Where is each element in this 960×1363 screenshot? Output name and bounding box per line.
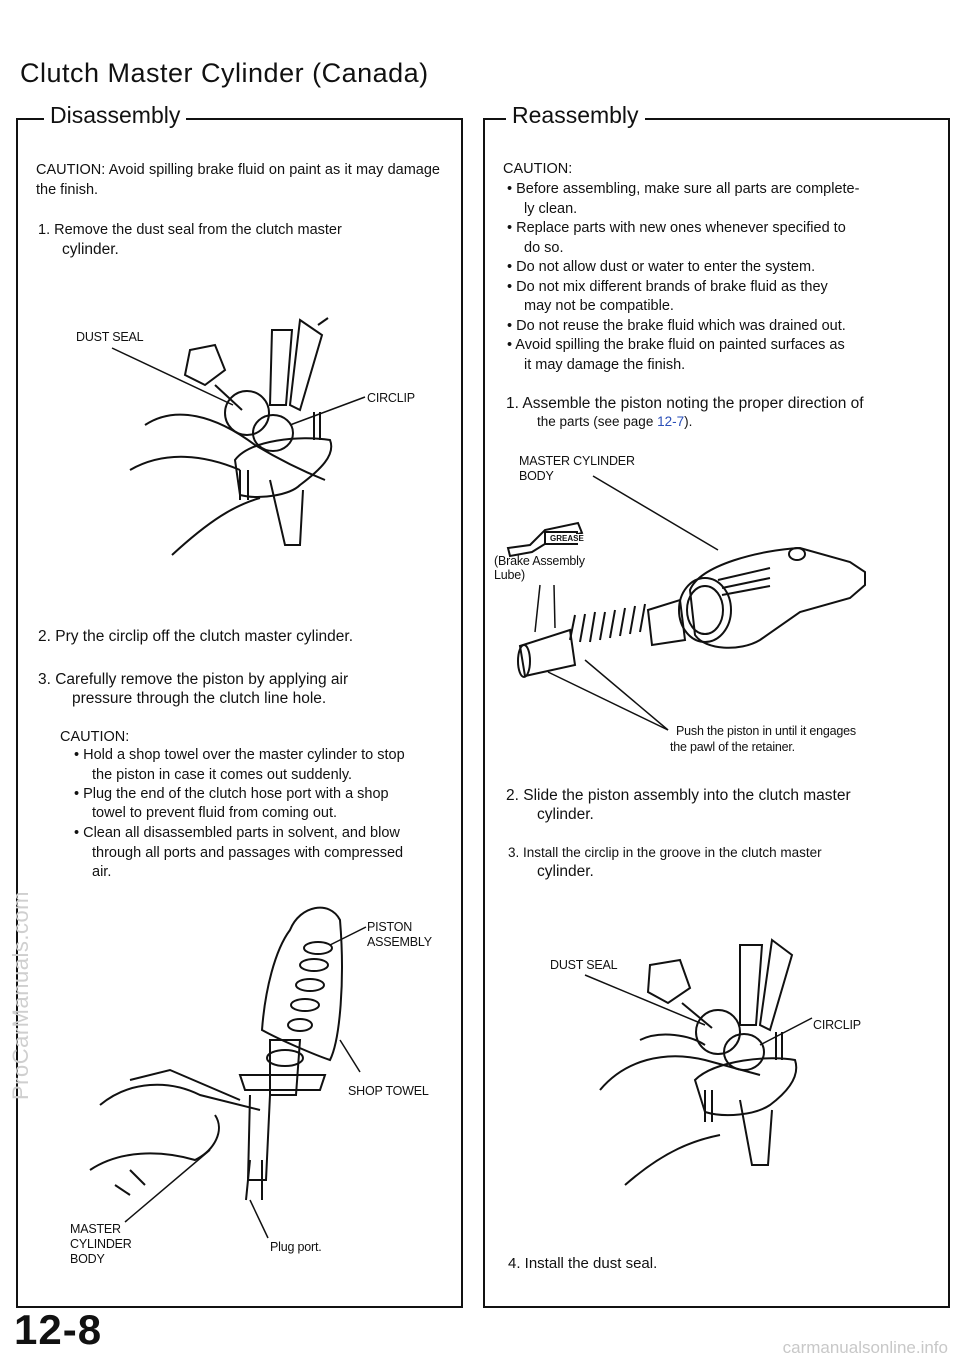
fig1-circlip-label: CIRCLIP (367, 391, 415, 405)
reassembly-heading: Reassembly (506, 102, 645, 129)
fig4-dust-seal-label: DUST SEAL (550, 958, 618, 972)
reassembly-caution-6b: it may damage the finish. (524, 357, 686, 373)
disassembly-step3-line2: pressure through the clutch line hole. (72, 690, 327, 707)
fig2-piston-label-1: PISTON (367, 920, 413, 934)
page-number: 12-8 (14, 1306, 103, 1353)
reassembly-step2-line1: 2. Slide the piston assembly into the cl… (506, 787, 851, 804)
fig3-body-label-1: MASTER CYLINDER (519, 454, 635, 468)
fig1-dust-seal-label: DUST SEAL (76, 330, 144, 344)
reassembly-caution-5: • Do not reuse the brake fluid which was… (507, 318, 846, 334)
grease-tag: GREASE (548, 534, 586, 543)
fig4-circlip-label: CIRCLIP (813, 1018, 861, 1032)
fig2-piston-label-2: ASSEMBLY (367, 935, 432, 949)
reassembly-caution-1b: ly clean. (524, 201, 578, 217)
fig3-body-label-2: BODY (519, 469, 554, 483)
fig3-push-label-1: Push the piston in until it engages (676, 724, 856, 738)
disassembly-caution-3b: through all ports and passages with comp… (92, 845, 404, 861)
disassembly-caution-2a: • Plug the end of the clutch hose port w… (74, 786, 389, 802)
disassembly-caution-1b: the piston in case it comes out suddenly… (92, 767, 353, 783)
reassembly-caution-2b: do so. (524, 240, 564, 256)
disassembly-caution-1a: • Hold a shop towel over the master cyli… (74, 747, 405, 763)
fig2-mc-label-2: CYLINDER (70, 1237, 132, 1251)
reassembly-caution-3: • Do not allow dust or water to enter th… (507, 259, 816, 275)
reassembly-caution-2a: • Replace parts with new ones whenever s… (507, 220, 846, 236)
disassembly-heading: Disassembly (44, 102, 187, 129)
reassembly-step3-line1: 3. Install the circlip in the groove in … (508, 845, 822, 860)
side-watermark: ProCarManuals.com (8, 890, 33, 1100)
disassembly-step2: 2. Pry the circlip off the clutch master… (38, 628, 354, 645)
reassembly-step3-line2: cylinder. (537, 863, 594, 880)
reassembly-caution-label: CAUTION: (503, 161, 573, 177)
reassembly-panel (483, 118, 950, 1308)
reassembly-caution-4a: • Do not mix different brands of brake f… (507, 279, 828, 295)
disassembly-panel (16, 118, 463, 1308)
disassembly-step1-line2: cylinder. (62, 241, 119, 258)
reassembly-caution-1a: • Before assembling, make sure all parts… (507, 181, 860, 197)
disassembly-step1-line1: 1. Remove the dust seal from the clutch … (38, 222, 342, 238)
page-title: Clutch Master Cylinder (Canada) (20, 58, 429, 88)
reassembly-step1-line1: 1. Assemble the piston noting the proper… (506, 395, 864, 412)
fig2-mc-label-1: MASTER (70, 1222, 121, 1236)
fig3-lube-label-1: (Brake Assembly (494, 554, 585, 568)
fig3-push-label-2: the pawl of the retainer. (670, 740, 795, 754)
fig2-mc-label-3: BODY (70, 1252, 105, 1266)
reassembly-step1-end: ). (684, 414, 693, 429)
page-12-7-link[interactable]: 12-7 (657, 414, 685, 429)
fig3-lube-label-2: Lube) (494, 568, 525, 582)
reassembly-caution-4b: may not be compatible. (524, 298, 674, 314)
reassembly-caution-6a: • Avoid spilling the brake fluid on pain… (507, 337, 845, 353)
fig2-shop-towel-label: SHOP TOWEL (348, 1084, 429, 1098)
disassembly-caution-2b: towel to prevent fluid from coming out. (92, 805, 338, 821)
reassembly-step4: 4. Install the dust seal. (508, 1255, 658, 1272)
footer-watermark: carmanualsonline.info (782, 1338, 948, 1357)
disassembly-step3-line1: 3. Carefully remove the piston by applyi… (38, 671, 349, 688)
reassembly-step2-line2: cylinder. (537, 806, 594, 823)
reassembly-step1-line2: the parts (see page 12-7). (537, 412, 692, 432)
disassembly-caution-intro: CAUTION: Avoid spilling brake fluid on p… (36, 162, 440, 198)
disassembly-caution-label: CAUTION: (60, 729, 130, 745)
fig2-plug-port-label: Plug port. (270, 1240, 322, 1254)
disassembly-caution-3a: • Clean all disassembled parts in solven… (74, 825, 400, 841)
disassembly-caution-3c: air. (92, 864, 112, 880)
reassembly-step1-text: the parts (see page (537, 414, 654, 429)
